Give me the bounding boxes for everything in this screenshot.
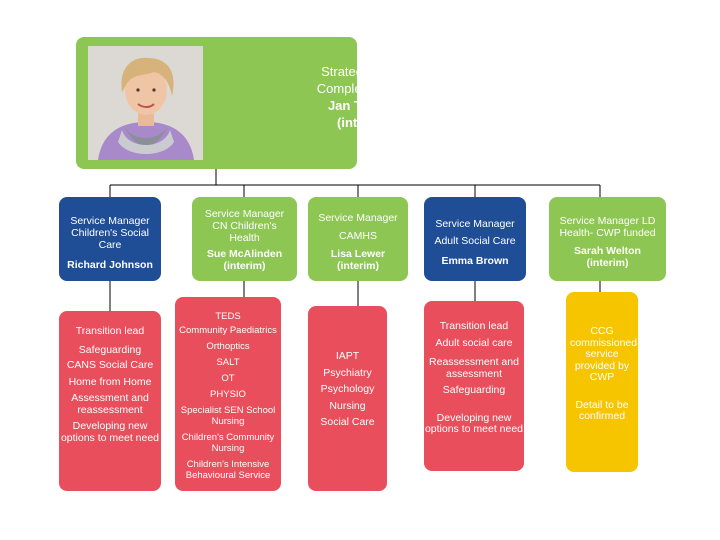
team-item: SALT bbox=[216, 357, 240, 368]
team-item: Detail to be confirmed bbox=[575, 398, 629, 422]
team-item: Orthoptics bbox=[206, 341, 250, 352]
strategic-lead-photo bbox=[88, 46, 203, 160]
team-item: Psychiatry bbox=[323, 366, 372, 379]
team-item: Transition lead bbox=[75, 325, 145, 337]
strategic-lead-interim: (interim) bbox=[337, 115, 389, 130]
team-item: OT bbox=[221, 373, 235, 384]
team-childrens-social-care: Transition lead Safeguarding CANS Social… bbox=[59, 311, 161, 491]
team-item: IAPT bbox=[335, 350, 360, 362]
team-item: Safeguarding bbox=[442, 384, 506, 396]
strategic-lead-text: Strategic Lead Complex Needs Jan Trainor… bbox=[274, 63, 452, 131]
team-childrens-health: TEDS Community Paediatrics Orthoptics SA… bbox=[175, 297, 281, 491]
manager-title: Service Manager bbox=[318, 212, 398, 224]
team-item: Social Care bbox=[320, 416, 375, 428]
team-item: Reassessment and assessment bbox=[429, 356, 519, 380]
team-item: Developing new options to meet need bbox=[60, 420, 160, 444]
manager-camhs: Service Manager CAMHS Lisa Lewer (interi… bbox=[308, 197, 408, 281]
team-item: Home from Home bbox=[68, 375, 152, 388]
team-ld-health: CCG commissioned service provided by CWP… bbox=[566, 292, 638, 472]
team-item: Psychology bbox=[320, 383, 375, 395]
manager-title: Service Manager bbox=[435, 218, 515, 230]
manager-name: Richard Johnson bbox=[67, 259, 153, 271]
manager-title: Service Manager LD Health- CWP funded bbox=[559, 215, 656, 239]
team-item: Developing new options to meet need bbox=[424, 411, 524, 435]
manager-title: Service Manager Children's Social Care bbox=[70, 215, 150, 251]
manager-childrens-social-care: Service Manager Children's Social Care R… bbox=[59, 197, 161, 281]
team-item: Assessment and reassessment bbox=[71, 392, 149, 416]
team-item: PHYSIO bbox=[210, 389, 246, 400]
manager-ld-health: Service Manager LD Health- CWP funded Sa… bbox=[549, 197, 666, 281]
manager-subtitle: CAMHS bbox=[339, 230, 377, 242]
strategic-lead-line1: Strategic Lead bbox=[321, 64, 405, 79]
team-item: Adult social care bbox=[435, 336, 513, 349]
manager-name: Sarah Welton (interim) bbox=[574, 245, 641, 269]
strategic-lead-box: Strategic Lead Complex Needs Jan Trainor… bbox=[76, 37, 409, 169]
manager-title: Service Manager CN Children's Health bbox=[204, 208, 285, 244]
manager-name: Lisa Lewer (interim) bbox=[330, 248, 386, 272]
team-item: CANS Social Care bbox=[66, 359, 154, 371]
team-item: Community Paediatrics bbox=[179, 325, 277, 336]
team-item: Specialist SEN School Nursing bbox=[180, 405, 276, 427]
team-item: Transition lead bbox=[439, 320, 509, 332]
manager-adult-social-care: Service Manager Adult Social Care Emma B… bbox=[424, 197, 526, 281]
manager-name: Sue McAlinden (interim) bbox=[206, 248, 283, 272]
manager-name: Emma Brown bbox=[441, 255, 509, 267]
manager-cn-childrens-health: Service Manager CN Children's Health Sue… bbox=[192, 197, 297, 281]
team-item: Safeguarding bbox=[78, 343, 142, 356]
team-item: TEDS bbox=[215, 311, 241, 322]
team-item: CCG commissioned service provided by CWP bbox=[570, 325, 638, 383]
strategic-lead-name: Jan Trainor bbox=[327, 98, 399, 113]
team-camhs: IAPT Psychiatry Psychology Nursing Socia… bbox=[308, 306, 387, 491]
team-item: Children's Community Nursing bbox=[181, 432, 275, 454]
strategic-lead-line2: Complex Needs bbox=[316, 81, 410, 96]
team-adult-social-care: Transition lead Adult social care Reasse… bbox=[424, 301, 524, 471]
team-item: Nursing bbox=[329, 399, 366, 412]
team-item: Children's Intensive Behavioural Service bbox=[185, 459, 271, 481]
manager-subtitle: Adult Social Care bbox=[434, 235, 516, 247]
